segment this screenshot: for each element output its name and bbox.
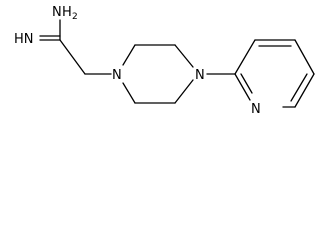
- bond-py-c2-c3: [234, 39, 256, 75]
- bond-c6-n1: [122, 82, 136, 104]
- bond-c3-n4: [174, 44, 194, 68]
- bond-n1-c2: [122, 44, 136, 66]
- atom-amine-h-count: 2: [72, 12, 78, 22]
- atom-piperazine-n1: N: [112, 68, 122, 83]
- bond-py-c5-c6-inner: [290, 73, 308, 102]
- bond-py-n-c2: [234, 73, 251, 101]
- atom-piperazine-n4: N: [195, 68, 205, 83]
- bond-amidine-c-ch2: [59, 39, 86, 75]
- atom-imine-hn: HN: [14, 32, 34, 47]
- bond-py-c4-c5: [294, 39, 315, 75]
- bond-py-c5-c6: [294, 73, 315, 108]
- atom-amine-h: H: [62, 5, 72, 20]
- bond-py-n-c2-inner: [240, 73, 253, 94]
- bond-n4-c5: [174, 79, 194, 104]
- atom-pyridine-n: N: [251, 102, 261, 117]
- chemical-structure-diagram: N H 2 HN N N N: [14, 5, 315, 117]
- atom-amine-n: N: [52, 5, 62, 20]
